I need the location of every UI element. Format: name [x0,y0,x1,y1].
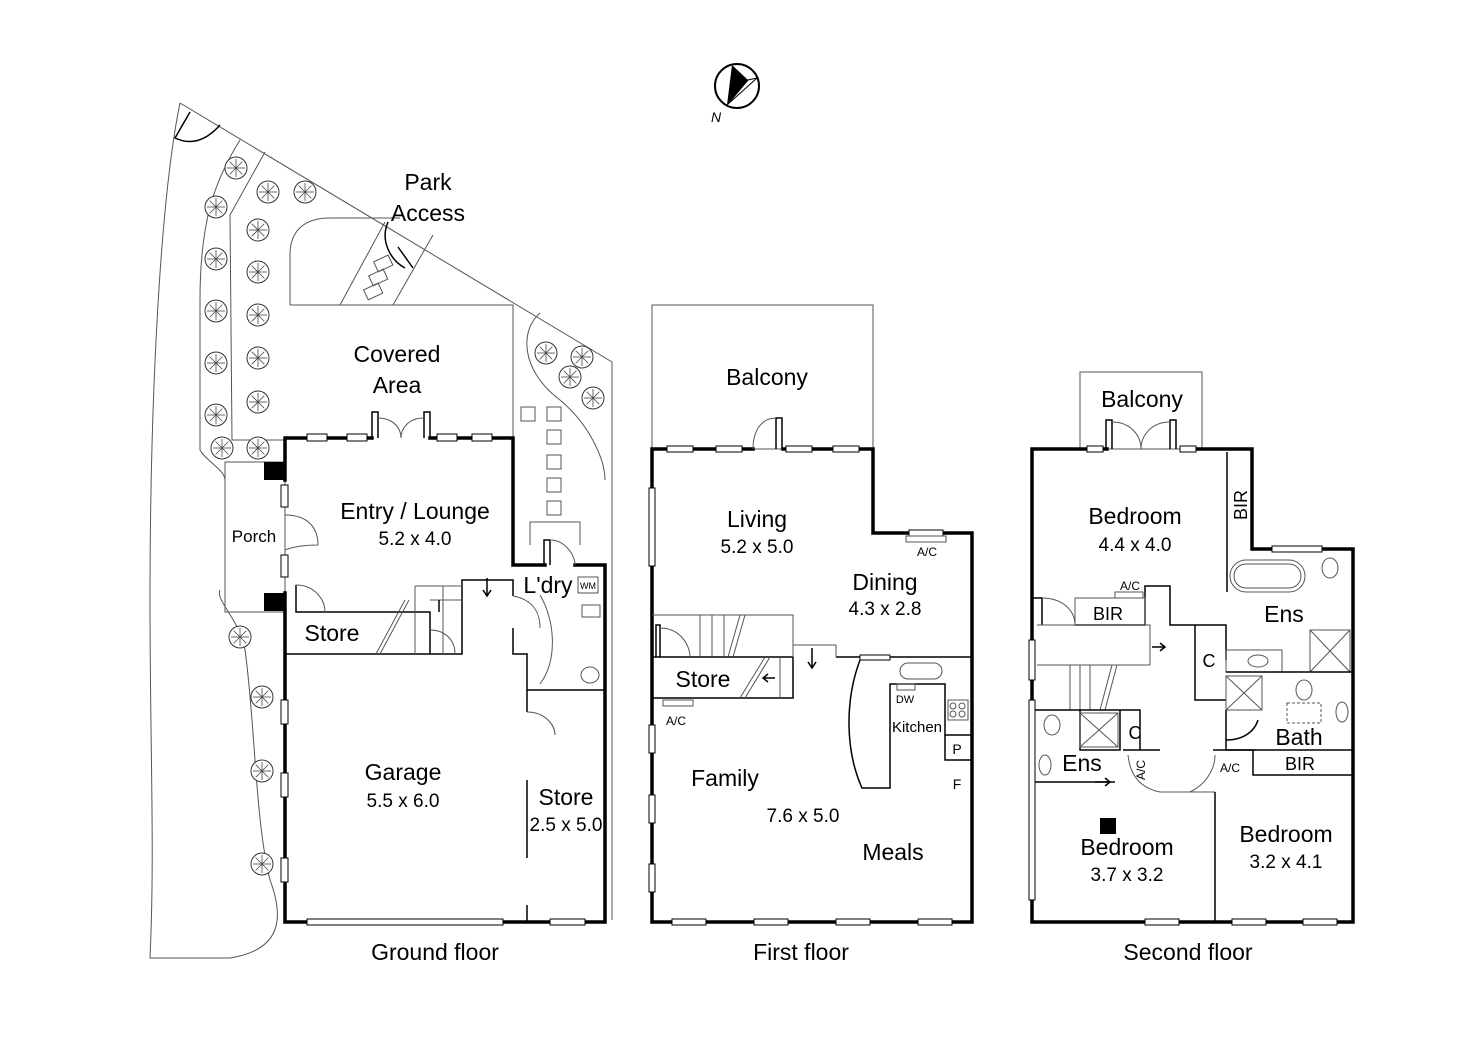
master-bedroom-label: Bedroom [1088,503,1181,529]
garage-dims: 5.5 x 6.0 [367,791,440,812]
bir-label-3: BIR [1285,754,1315,774]
ac-label-4: A/C [1220,761,1240,775]
family-dims: 7.6 x 5.0 [767,806,840,827]
tree-icon [293,180,317,204]
ac-label-2: A/C [666,714,686,728]
bedroom-2-label: Bedroom [1080,834,1173,860]
bedroom-3-dims: 3.2 x 4.1 [1250,852,1323,873]
tree-icon [581,386,605,410]
tree-icon [246,218,270,242]
store-label: Store [305,620,360,646]
tree-icon [570,345,594,369]
kitchen-label: Kitchen [892,719,942,736]
ground-floor-plan: WM Park Access Covered Area Entry / Loun… [149,102,613,965]
ensuite-2-label: Ens [1062,750,1102,776]
toilet-icon [580,666,600,684]
tree-icon [250,685,274,709]
porch-label: Porch [232,527,276,546]
tree-icon [250,759,274,783]
meals-label: Meals [862,839,923,865]
tree-icon [558,365,582,389]
park-access-label-2: Access [391,200,465,226]
dining-dims: 4.3 x 2.8 [849,599,922,620]
first-floor-title: First floor [753,939,849,965]
ac-label: A/C [917,545,937,559]
tree-icon [228,625,252,649]
pantry-label: P [952,741,961,757]
stepping-stones [520,406,562,516]
bir-label-2: BIR [1093,604,1123,624]
tree-icon [204,247,228,271]
garage-label: Garage [365,759,442,785]
fridge-label: F [953,776,962,792]
laundry-label: L'dry [523,572,573,598]
covered-area-label: Covered [354,341,441,367]
tree-icon [204,195,228,219]
tree-icon [204,403,228,427]
covered-area-label-2: Area [373,372,422,398]
ensuite-label: Ens [1264,601,1304,627]
park-access-label: Park [404,169,452,195]
bathtub-icon [1229,559,1306,593]
ac-label-5: A/C [1134,760,1148,780]
tree-icon [210,436,234,460]
store-label: Store [676,666,731,692]
bir-label: BIR [1231,490,1251,520]
family-label: Family [691,765,759,791]
tree-icon [250,852,274,876]
dishwasher-label: DW [896,694,915,706]
second-floor-plan: A/C A/C A/C [1028,371,1355,965]
tree-icon [224,156,248,180]
tree-icon [246,260,270,284]
tree-icon [204,351,228,375]
washing-machine-label: WM [580,581,596,591]
store-2-label: Store [539,784,594,810]
living-dims: 5.2 x 5.0 [721,537,794,558]
cupboard-label-2: C [1129,723,1142,743]
bath-label: Bath [1275,724,1322,750]
ground-floor-title: Ground floor [371,939,499,965]
master-bedroom-dims: 4.4 x 4.0 [1099,535,1172,556]
entry-lounge-label: Entry / Lounge [340,498,490,524]
tree-icon [246,346,270,370]
entry-lounge-dims: 5.2 x 4.0 [379,529,452,550]
north-arrow-icon: N [711,63,760,125]
ac-label-3: A/C [1120,579,1140,593]
bedroom-3-label: Bedroom [1239,821,1332,847]
living-label: Living [727,506,787,532]
tree-icon [204,299,228,323]
cooktop-icon [947,699,969,721]
sink-icon [899,662,943,680]
tree-icon [246,390,270,414]
store-2-dims: 2.5 x 5.0 [530,815,603,836]
tree-icon [534,341,558,365]
trees [204,156,605,876]
north-label: N [711,109,722,125]
toilet-icon [1321,557,1339,579]
second-floor-title: Second floor [1123,939,1252,965]
balcony-label: Balcony [726,364,808,390]
bedroom-2-dims: 3.7 x 3.2 [1091,865,1164,886]
first-floor-plan: A/C A/C DW P F Balcony Living 5.2 x 5.0 … [648,304,974,965]
cupboard-label: C [1203,651,1216,671]
tree-icon [246,436,270,460]
tree-icon [256,180,280,204]
balcony-2-label: Balcony [1101,386,1183,412]
dining-label: Dining [852,569,917,595]
tree-icon [246,303,270,327]
